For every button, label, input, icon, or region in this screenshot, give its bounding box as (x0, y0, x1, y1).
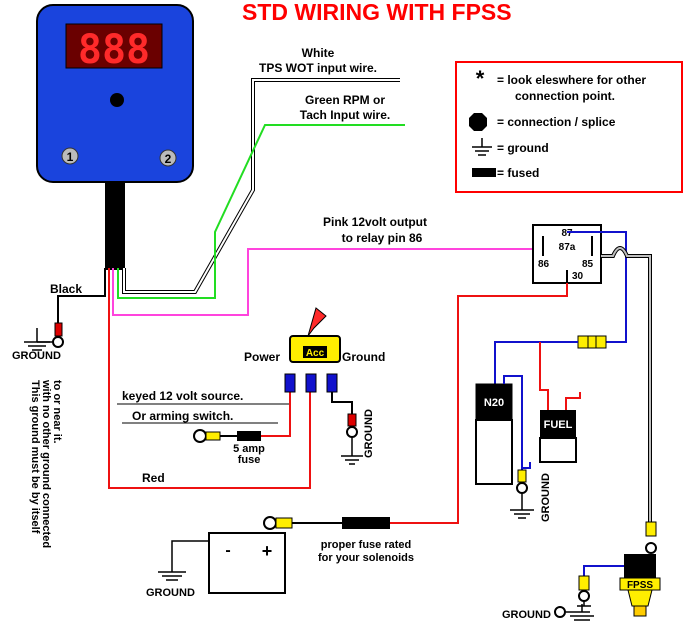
switch-ground-label-vertical: GROUND (363, 409, 375, 458)
ground-note-line-3: to or near it. (51, 380, 63, 444)
terminal-2 (159, 149, 177, 167)
fpss-ground-wire (583, 565, 624, 576)
switch-pin-ground (326, 373, 338, 393)
fuse-red-wire (261, 392, 291, 437)
keyed-source-label-2: Or arming switch. (132, 409, 233, 423)
display-button (110, 93, 124, 107)
fpss-label: FPSS (627, 580, 653, 591)
legend-fuse-icon (472, 168, 496, 177)
relay-pin-87: 87 (561, 228, 573, 239)
terminal-2-label: 2 (165, 152, 172, 166)
fuse-5-amp (237, 431, 261, 441)
relay-30-wire (390, 283, 568, 524)
legend-ground-icon (472, 138, 492, 156)
solenoid-ground-label: GROUND (540, 473, 552, 522)
black-wire-label: Black (50, 282, 82, 296)
relay-pin-87a: 87a (559, 242, 576, 253)
green-rpm-wire (117, 124, 405, 299)
fuel-feed-wire (539, 342, 549, 410)
red-wire-label: Red (142, 471, 165, 485)
fuel-label: FUEL (544, 419, 573, 431)
left-ground-label: GROUND (12, 350, 61, 362)
solenoid-fuse (577, 335, 607, 349)
n2o-solenoid: N20 (475, 383, 513, 485)
pink-output-wire (112, 248, 533, 316)
legend-star-text-1: = look eleswhere for other (497, 73, 646, 87)
ring-terminal (52, 336, 64, 348)
pink-wire-label-2: to relay pin 86 (342, 231, 423, 245)
black-wire-terminal (54, 322, 63, 337)
keyed-terminal (205, 431, 221, 441)
terminal-1 (61, 147, 79, 165)
battery-ground-wire (171, 540, 209, 572)
relay-87-wire (567, 231, 627, 343)
diagram-title: STD WIRING WITH FPSS (242, 0, 512, 25)
battery-ring-terminal (263, 516, 277, 530)
legend: * = look eleswhere for other connection … (455, 61, 683, 193)
ground-note-line-1: This ground must be by itself (29, 380, 41, 534)
battery-ground-symbol (158, 571, 186, 581)
switch-ground-wire (331, 392, 353, 414)
keyed-source-label-1: keyed 12 volt source. (122, 389, 243, 403)
ground-note-line-2: with no other ground connected (40, 379, 52, 548)
white-wire-label-2: TPS WOT input wire. (259, 61, 377, 75)
fuse-label-1: 5 amp (233, 443, 265, 455)
switch-ground-label: Ground (342, 350, 385, 364)
relay-pin-86: 86 (538, 259, 550, 270)
ground-note: This ground must be by itself with no ot… (29, 379, 63, 548)
led-digits: 888 (78, 27, 150, 73)
legend-star-text-2: connection point. (515, 89, 615, 103)
ground-symbol (24, 328, 52, 351)
legend-ground-text: = ground (497, 141, 549, 155)
terminal-1-label: 1 (67, 150, 74, 164)
switch-power-label: Power (244, 350, 280, 364)
switch-ground-symbol (341, 437, 363, 465)
arming-switch: Acc Power Ground (244, 307, 385, 393)
switch-pin-power (284, 373, 296, 393)
keyed-ring-terminal (193, 429, 207, 443)
fpss-ground-label: GROUND (502, 609, 551, 621)
battery: - + (208, 532, 286, 594)
battery-ground-label: GROUND (146, 587, 195, 599)
relay-pin-85: 85 (582, 259, 594, 270)
n2o-feed-wire (494, 341, 578, 385)
main-fuse-label-1: proper fuse rated (321, 539, 411, 551)
white-tps-wire (122, 78, 400, 294)
controller-unit: 888 1 2 (36, 4, 194, 270)
green-wire-label-2: Tach Input wire. (300, 108, 390, 122)
fpss-ground-symbol (577, 601, 591, 607)
led-display (65, 23, 163, 69)
fuse-label-2: fuse (238, 454, 261, 466)
main-fuse-label-2: for your solenoids (318, 552, 414, 564)
solenoid-ground-symbol (510, 493, 534, 519)
fpss-sensor: FPSS (619, 554, 661, 617)
relay: 87 87a 86 85 30 (532, 224, 602, 284)
switch-pin-acc (305, 373, 317, 393)
switch-acc-plate (303, 346, 327, 358)
battery-plus: + (262, 541, 273, 561)
fuel-solenoid: FUEL (539, 410, 577, 463)
switch-acc-label: Acc (306, 348, 325, 359)
main-fuse (342, 517, 390, 529)
green-wire-label-1: Green RPM or (305, 93, 385, 107)
pink-wire-label-1: Pink 12volt output (323, 215, 427, 229)
legend-star-symbol: * (476, 66, 485, 91)
battery-minus: - (225, 542, 230, 559)
legend-fused-text: = fused (497, 166, 539, 180)
relay-pin-30: 30 (572, 271, 584, 282)
black-ground-wire (57, 268, 106, 323)
red-power-wire (108, 268, 311, 489)
legend-splice-icon (469, 113, 487, 131)
white-wire-label-1: White (302, 46, 335, 60)
legend-connection-text: = connection / splice (497, 115, 616, 129)
wire-harness (105, 182, 125, 270)
n2o-label: N20 (484, 397, 504, 409)
battery-body (208, 532, 286, 594)
